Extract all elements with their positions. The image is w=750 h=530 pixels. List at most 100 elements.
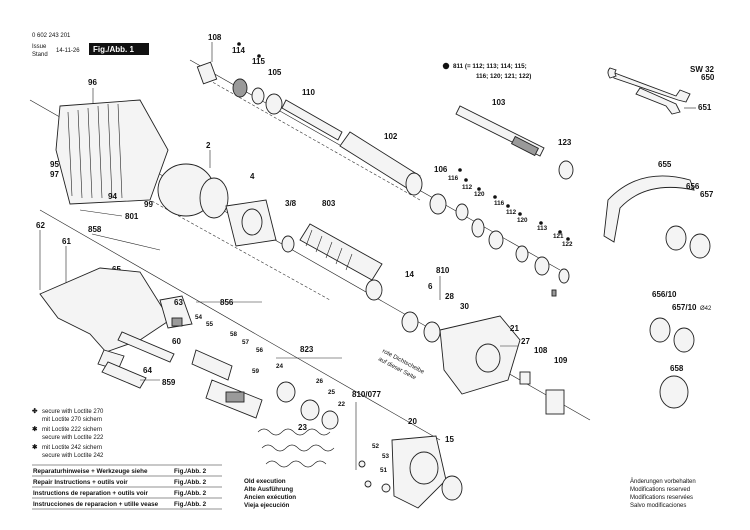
old-execution-line4: Vieja ejecución xyxy=(244,502,290,509)
callout-24: 24 xyxy=(276,363,284,370)
callout-58: 58 xyxy=(230,331,238,338)
rights-line4: Salvo modificaciones xyxy=(630,503,686,509)
callout-20: 20 xyxy=(408,417,417,426)
rights-line1: Änderungen vorbehalten xyxy=(630,478,696,485)
callout-113: 113 xyxy=(537,225,548,232)
callout-856: 856 xyxy=(220,298,234,307)
callout-116b: 116 xyxy=(494,200,505,207)
callout-54: 54 xyxy=(195,314,203,321)
guard-group: 655 656 657 656/10 657/10 Ø42 658 xyxy=(603,160,714,409)
switch-group: 856 54 55 58 57 56 59 xyxy=(191,298,264,419)
old-execution-line1: Old execution xyxy=(244,478,286,485)
callout-53: 53 xyxy=(382,453,390,460)
legend-1-line2: secure with Loctite 222 xyxy=(42,435,104,441)
callout-14: 14 xyxy=(405,270,414,279)
callout-56: 56 xyxy=(256,347,264,354)
repair-row-2-ref: Fig./Abb. 2 xyxy=(174,490,207,497)
bullet-note-line2: 116; 120; 121; 122) xyxy=(476,73,531,80)
callout-858: 858 xyxy=(88,225,102,234)
bearing-stack: 106 116 112 120 116 112 120 113 121 122 xyxy=(429,165,573,297)
lower-housing-group: 810/077 20 15 52 53 51 xyxy=(352,390,463,509)
callout-120b: 120 xyxy=(517,217,528,224)
callout-112b: 112 xyxy=(506,209,517,216)
callout-810-077: 810/077 xyxy=(352,390,381,399)
callout-655: 655 xyxy=(658,160,672,169)
callout-656-10: 656/10 xyxy=(652,290,677,299)
callout-25: 25 xyxy=(328,389,336,396)
callout-55: 55 xyxy=(206,321,214,328)
callout-51: 51 xyxy=(380,467,388,474)
spanner-wrench: SW 32 650 651 xyxy=(607,65,715,115)
callout-23: 23 xyxy=(298,423,307,432)
legend-1-symbol-icon: ✱ xyxy=(32,426,37,433)
callout-64: 64 xyxy=(143,366,152,375)
callout-801: 801 xyxy=(125,212,139,221)
bullet-note: 811 (= 112; 113; 114; 115; 116; 120; 121… xyxy=(442,62,531,80)
callout-115: 115 xyxy=(252,57,265,66)
callout-110: 110 xyxy=(302,88,315,97)
callout-97: 97 xyxy=(50,170,59,179)
header-block: 0 602 243 201 Issue Stand 14-11-26 Fig./… xyxy=(32,33,149,58)
doc-number: 0 602 243 201 xyxy=(32,33,71,39)
repair-row-1-ref: Fig./Abb. 2 xyxy=(174,479,207,486)
callout-30: 30 xyxy=(460,302,469,311)
stand-label: Stand xyxy=(32,52,48,58)
callout-15: 15 xyxy=(445,435,454,444)
callout-108a: 108 xyxy=(208,33,222,42)
rights-line2: Modifications reserved xyxy=(630,487,690,493)
callout-27: 27 xyxy=(521,337,530,346)
loctite-legend: ✤ secure with Loctite 270 mit Loctite 27… xyxy=(32,408,104,459)
bullet-dot-icon xyxy=(442,62,450,70)
issue-label: Issue xyxy=(32,44,47,50)
bullet-note-line1: 811 (= 112; 113; 114; 115; xyxy=(453,63,527,70)
repair-row-0-text: Reparaturhinweise + Werkzeuge siehe xyxy=(33,468,148,475)
old-execution-line3: Ancien exécution xyxy=(244,494,296,501)
callout-114: 114 xyxy=(232,46,245,55)
callout-96: 96 xyxy=(88,78,97,87)
callout-103: 103 xyxy=(492,98,506,107)
callout-2: 2 xyxy=(206,141,211,150)
rights-line3: Modifications reservées xyxy=(630,495,693,501)
repair-row-1-text: Repair Instructions + outils voir xyxy=(33,479,128,486)
callout-diameter-42: Ø42 xyxy=(700,306,712,312)
callout-120a: 120 xyxy=(474,191,485,198)
callout-106: 106 xyxy=(434,165,448,174)
legend-0-symbol-icon: ✤ xyxy=(32,408,37,415)
spindle-group-top: 108 114 115 105 110 102 xyxy=(196,33,423,196)
old-execution-note: Old execution Alte Ausführung Ancien exé… xyxy=(244,478,296,509)
callout-650: 650 xyxy=(701,73,715,82)
callout-6: 6 xyxy=(428,282,433,291)
legend-1-line1: mit Loctite 222 sichern xyxy=(42,427,102,433)
callout-102: 102 xyxy=(384,132,398,141)
callout-859: 859 xyxy=(162,378,176,387)
figure-label-box xyxy=(89,43,149,55)
callout-657: 657 xyxy=(700,190,714,199)
callout-22: 22 xyxy=(338,401,346,408)
rights-reserved-note: Änderungen vorbehalten Modifications res… xyxy=(630,478,696,509)
motor-housing-group: 96 2 95 97 94 99 801 xyxy=(50,78,229,221)
handle-group: 62 61 858 65 63 60 64 859 xyxy=(36,221,193,389)
legend-0-line2: mit Loctite 270 sichern xyxy=(42,417,102,423)
callout-60: 60 xyxy=(172,337,181,346)
legend-0-line1: secure with Loctite 270 xyxy=(42,409,104,415)
callout-61: 61 xyxy=(62,237,71,246)
callout-57: 57 xyxy=(242,339,250,346)
repair-row-3-text: Instrucciones de reparacion + utille vea… xyxy=(33,501,159,508)
old-execution-line2: Alte Ausführung xyxy=(244,486,293,493)
repair-row-2-text: Instructions de reparation + outils voir xyxy=(33,490,148,497)
callout-109: 109 xyxy=(554,356,568,365)
gear-housing-group: 14 810 6 28 30 21 27 108 109 rote Dichts… xyxy=(377,266,568,415)
callout-657-10: 657/10 xyxy=(672,303,697,312)
legend-2-symbol-icon: ✱ xyxy=(32,444,37,451)
callout-105: 105 xyxy=(268,68,282,77)
shaft-103: 103 123 xyxy=(455,98,574,180)
issue-date: 14-11-26 xyxy=(56,48,80,54)
callout-26: 26 xyxy=(316,378,324,385)
spring-group: 823 24 26 25 22 23 xyxy=(257,345,346,468)
callout-123: 123 xyxy=(558,138,572,147)
legend-2-line1: mit Loctite 242 sichern xyxy=(42,445,102,451)
callout-116a: 116 xyxy=(448,175,459,182)
callout-63: 63 xyxy=(174,298,183,307)
tool-size-label: SW 32 xyxy=(690,65,715,74)
callout-59: 59 xyxy=(252,368,260,375)
